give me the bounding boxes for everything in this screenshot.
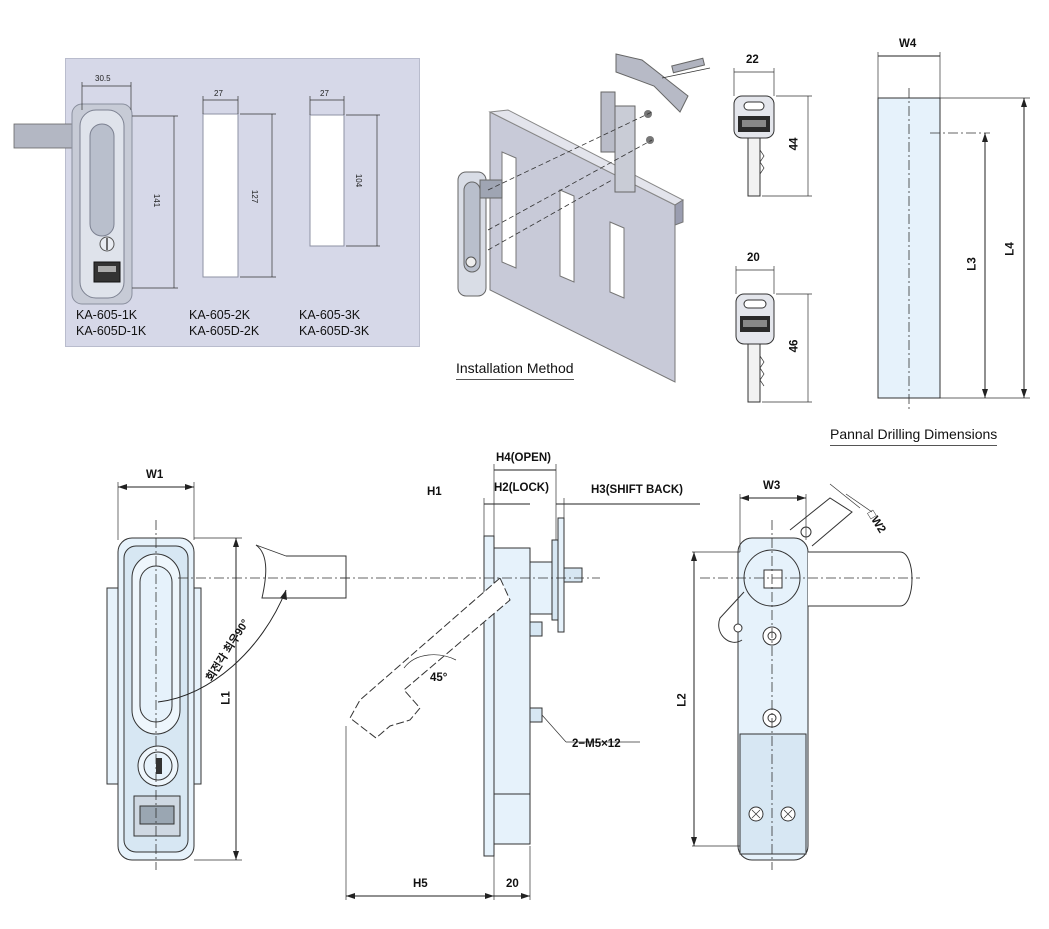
cutout-slot-2 — [202, 113, 239, 278]
key2-height: 46 — [788, 339, 801, 353]
screws-label: 2−M5×12 — [572, 738, 621, 750]
installation-caption: Installation Method — [456, 360, 574, 380]
angle-label: 45° — [430, 672, 448, 684]
dim-height-2: 127 — [250, 189, 260, 204]
dim-width-3: 27 — [320, 89, 329, 98]
model-d-3k: KA-605D-3K — [299, 324, 370, 338]
dim-width-1: 30.5 — [95, 74, 111, 83]
installation-caption-text: Installation Method — [456, 360, 574, 376]
dim-h4: H4(OPEN) — [496, 452, 551, 464]
model-2k: KA-605-2K — [189, 308, 251, 322]
dim-w4: W4 — [899, 38, 917, 50]
cutout-slot-3 — [309, 114, 345, 247]
key1-height: 44 — [788, 137, 801, 151]
dim-l4: L4 — [1004, 242, 1017, 256]
dim-w3: W3 — [763, 480, 781, 492]
key2-width: 20 — [747, 252, 760, 264]
dim-l3: L3 — [966, 257, 979, 271]
key1-width: 22 — [746, 54, 759, 66]
model-1k: KA-605-1K — [76, 308, 138, 322]
dim-h2: H2(LOCK) — [494, 482, 549, 494]
dim-h3: H3(SHIFT BACK) — [591, 484, 683, 496]
model-3k: KA-605-3K — [299, 308, 361, 322]
model-d-2k: KA-605D-2K — [189, 324, 260, 338]
dim-h5: H5 — [413, 878, 428, 890]
drilling-caption-text: Pannal Drilling Dimensions — [830, 426, 998, 442]
model-list-1: KA-605-1K KA-605D-1K — [76, 307, 146, 339]
model-list-2: KA-605-2K KA-605D-2K — [189, 307, 259, 339]
dim-height-3: 104 — [354, 173, 364, 188]
dim-h1: H1 — [427, 486, 442, 498]
dim-depth: 20 — [506, 878, 519, 890]
drilling-caption: Pannal Drilling Dimensions — [830, 426, 998, 446]
dim-height-1: 141 — [152, 193, 162, 208]
key-1 — [733, 95, 775, 197]
key-2 — [735, 293, 775, 403]
handle-photo-1 — [13, 103, 133, 305]
dim-width-2: 27 — [214, 89, 223, 98]
model-d-1k: KA-605D-1K — [76, 324, 147, 338]
dim-w1: W1 — [146, 469, 164, 481]
model-list-3: KA-605-3K KA-605D-3K — [299, 307, 369, 339]
dim-l1: L1 — [220, 691, 233, 705]
front-view — [106, 537, 347, 861]
dim-l2: L2 — [676, 693, 689, 707]
rear-view — [718, 497, 913, 861]
side-view — [349, 517, 583, 857]
installation-illustration — [457, 53, 711, 383]
